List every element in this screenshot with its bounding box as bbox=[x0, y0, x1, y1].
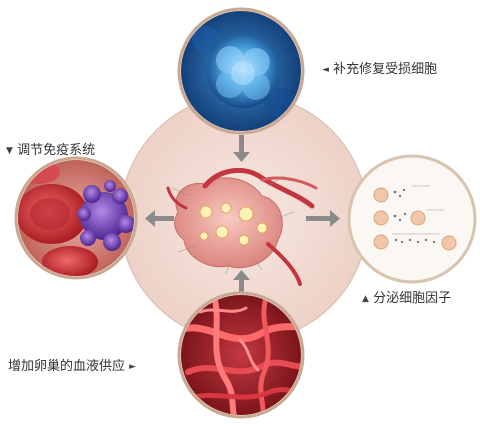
arrow-center-to-top bbox=[233, 135, 250, 162]
label-text: 分泌细胞因子 bbox=[373, 291, 452, 306]
cytokine-secretion-image bbox=[347, 154, 477, 284]
blood-vessels-image bbox=[177, 291, 305, 419]
arrow-bottom-to-center bbox=[233, 270, 250, 298]
up-pointer-icon: ▲ bbox=[362, 294, 369, 304]
immune-cells-image bbox=[14, 156, 138, 280]
ovary-illustration bbox=[166, 167, 318, 286]
label-secrete-cytokines: ▲ 分泌细胞因子 bbox=[362, 291, 451, 307]
stem-cell-image bbox=[177, 7, 305, 135]
label-text: 补充修复受损细胞 bbox=[333, 62, 438, 77]
label-regulate-immune-system: ▼ 调节免疫系统 bbox=[6, 143, 95, 159]
arrow-center-to-right bbox=[306, 210, 340, 227]
down-pointer-icon: ▼ bbox=[6, 146, 13, 156]
arrow-center-to-left bbox=[145, 210, 174, 227]
label-repair-damaged-cells: ◄ 补充修复受损细胞 bbox=[322, 62, 437, 78]
left-pointer-icon: ◄ bbox=[322, 65, 329, 75]
label-increase-ovary-blood-supply: 增加卵巢的血液供应 ► bbox=[8, 359, 136, 375]
right-pointer-icon: ► bbox=[129, 362, 137, 372]
label-text: 增加卵巢的血液供应 bbox=[8, 359, 126, 374]
label-text: 调节免疫系统 bbox=[17, 143, 96, 158]
